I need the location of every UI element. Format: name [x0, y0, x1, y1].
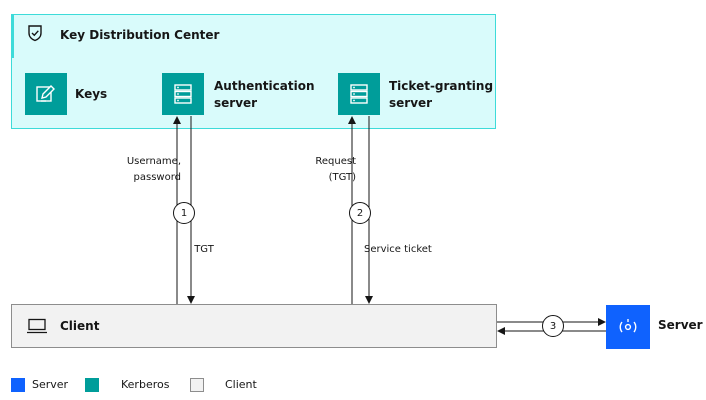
auth-server-tile: [162, 73, 204, 115]
step1-request-line2: password: [133, 172, 181, 183]
step1-number: 1: [173, 202, 195, 224]
legend-label-client: Client: [225, 378, 257, 391]
legend-swatch-server: [11, 378, 25, 392]
step2-request-line2: (TGT): [328, 172, 356, 183]
server-connection-icon: [619, 319, 637, 333]
step1-request-line1: Username,: [126, 156, 181, 167]
tgs-label-line2: server: [389, 96, 433, 110]
step2-request-label: Request (TGT): [296, 154, 356, 186]
laptop-icon: [27, 318, 47, 334]
step2-request-line1: Request: [315, 156, 356, 167]
legend-swatch-client: [190, 378, 204, 392]
keys-tile: [25, 73, 67, 115]
tgs-label-line1: Ticket-granting: [389, 79, 494, 93]
keys-label: Keys: [75, 87, 108, 101]
kdc-accent-bar: [11, 14, 14, 58]
tgs-label: Ticket-granting server: [389, 78, 493, 112]
server-label: Server: [658, 318, 703, 332]
tgs-tile: [338, 73, 380, 115]
auth-server-icon: [174, 84, 192, 104]
keys-icon: [36, 85, 55, 102]
auth-server-label: Authentication server: [214, 78, 315, 112]
tgs-server-icon: [350, 84, 368, 104]
auth-server-label-line1: Authentication: [214, 79, 315, 93]
step2-response-label: Service ticket: [364, 244, 432, 255]
legend-label-server: Server: [32, 378, 69, 391]
legend-swatch-kerberos: [85, 378, 99, 392]
auth-server-label-line2: server: [214, 96, 258, 110]
legend-label-kerberos: Kerberos: [121, 378, 170, 391]
client-box: [11, 304, 497, 348]
client-label: Client: [60, 319, 100, 333]
shield-icon: [28, 25, 42, 42]
step1-response-label: TGT: [194, 244, 214, 255]
step3-number: 3: [542, 315, 564, 337]
server-tile: [606, 305, 650, 349]
kdc-container: [11, 14, 496, 129]
step1-request-label: Username, password: [118, 154, 181, 186]
step2-number: 2: [349, 202, 371, 224]
kdc-title: Key Distribution Center: [60, 28, 220, 42]
